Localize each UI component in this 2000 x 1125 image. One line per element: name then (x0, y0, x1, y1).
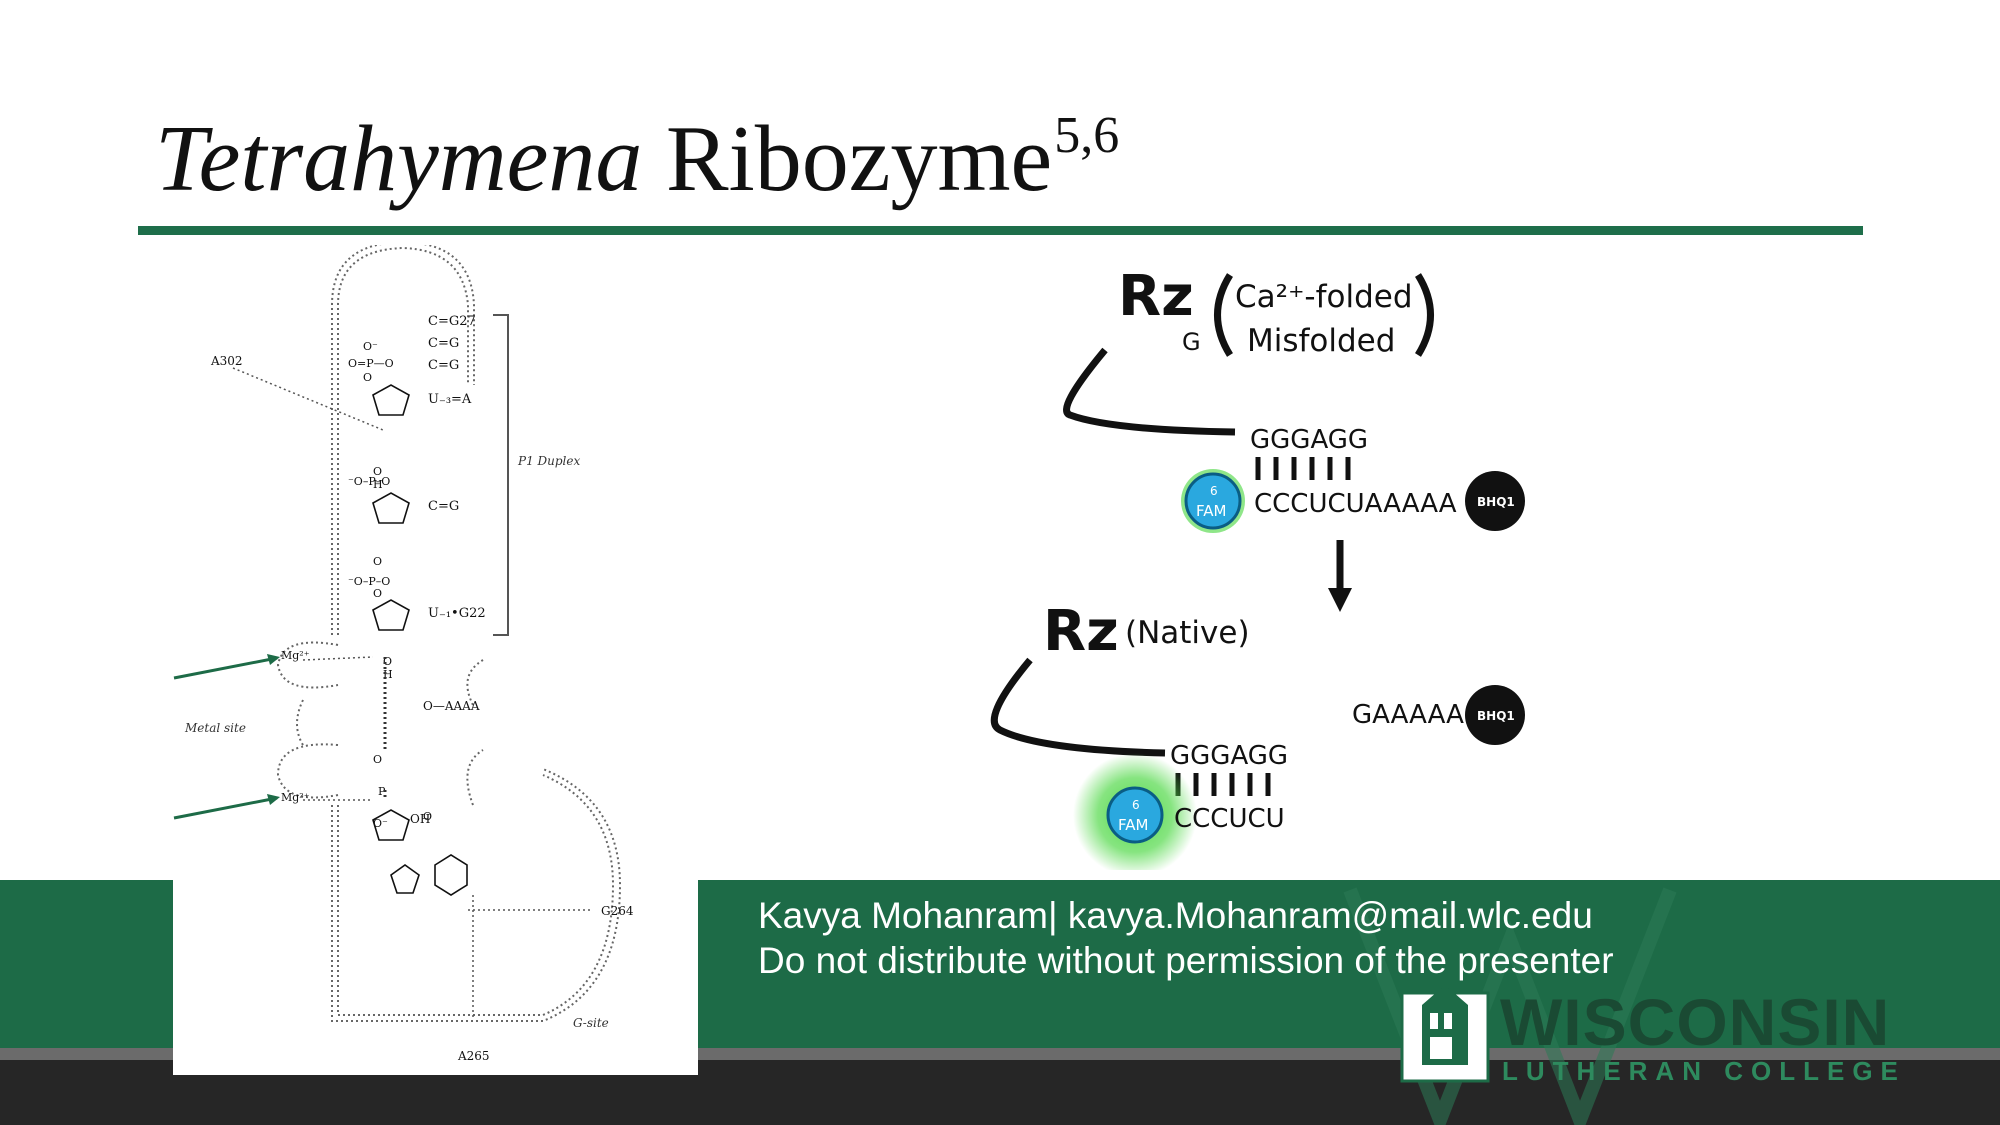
a265-label: A265 (457, 1049, 490, 1063)
svg-text:O⁻: O⁻ (363, 340, 378, 353)
footer-text: Kavya Mohanram| kavya.Mohanram@mail.wlc.… (758, 893, 1614, 983)
g-site-label: G-site (573, 1016, 609, 1030)
bhq-label-2: BHQ1 (1477, 709, 1515, 723)
svg-text:O: O (373, 587, 382, 600)
bhq-quencher-2 (1465, 685, 1525, 745)
svg-text:O: O (423, 810, 432, 823)
metal-site-label: Metal site (184, 721, 246, 735)
fam-fluorophore-1 (1184, 472, 1242, 530)
svg-text:O: O (373, 753, 382, 766)
rz-g-label: Rz (1118, 264, 1194, 329)
oh-label: OH (410, 812, 430, 826)
slide-title: Tetrahymena Ribozyme5,6 (155, 107, 1120, 207)
title-italic: Tetrahymena (155, 107, 643, 211)
released-seq: GAAAAA (1352, 700, 1464, 730)
g264-label: G264 (601, 904, 634, 918)
svg-text:⁻O–P–O: ⁻O–P–O (348, 575, 390, 588)
assay-diagram: Rz G Ca²⁺-folded Misfolded GGGAGG 6 FAM … (990, 264, 1525, 877)
bhq-quencher-1 (1465, 471, 1525, 531)
misfolded-label: Misfolded (1247, 323, 1395, 359)
seq-bottom-2: CCCUCU (1174, 804, 1285, 834)
mg-site-arrow-1 (173, 654, 280, 680)
fam-number-1: 6 (1210, 484, 1218, 498)
bp-cg-a: C=G (428, 336, 459, 351)
bp-cg-minus2: C=G (428, 499, 459, 514)
fluorescence-assay-figure: Rz G Ca²⁺-folded Misfolded GGGAGG 6 FAM … (960, 250, 1560, 877)
svg-text:P: P (378, 785, 386, 798)
footer-line-2: Do not distribute without permission of … (758, 940, 1614, 981)
seq-bottom-1: CCCUCUAAAAA (1254, 489, 1457, 519)
bp-ug22: U₋₁•G22 (428, 606, 486, 621)
svg-text:O: O (383, 655, 392, 668)
rz-native-label: Rz (1043, 599, 1119, 664)
svg-text:O: O (373, 555, 382, 568)
svg-text:O: O (373, 465, 382, 478)
svg-text:O=P—O: O=P—O (348, 357, 394, 370)
bp-cg-b: C=G (428, 358, 459, 373)
active-site-diagram: P1 Duplex C=G27 C=G C=G U₋₃=A C=G U₋₁•G2… (184, 240, 634, 1063)
svg-text:⁻O–P–O: ⁻O–P–O (348, 475, 390, 488)
svg-text:O⁻: O⁻ (373, 817, 388, 830)
mg-ion-2: Mg²⁺ (281, 791, 310, 804)
native-label: (Native) (1125, 615, 1250, 651)
title-divider (138, 226, 1863, 235)
footer-line-1: Kavya Mohanram| kavya.Mohanram@mail.wlc.… (758, 895, 1593, 936)
mg-site-arrow-2 (173, 794, 280, 820)
logo-name: WISCONSIN (1500, 985, 1890, 1059)
mg-ion-1: Mg²⁺ (281, 649, 310, 662)
title-rest: Ribozyme (642, 107, 1053, 211)
fam-label-1: FAM (1196, 502, 1226, 520)
seq-top-1: GGGAGG (1250, 425, 1368, 455)
svg-text:O: O (363, 371, 372, 384)
svg-text:H: H (373, 478, 383, 491)
a302-label: A302 (210, 354, 243, 368)
svg-text:H: H (383, 668, 393, 681)
bp-ua: U₋₃=A (428, 392, 472, 407)
bp-cg27: C=G27 (428, 314, 476, 329)
fam-fluorophore-2 (1106, 786, 1164, 844)
title-superscript: 5,6 (1054, 107, 1120, 164)
ca-folded-label: Ca²⁺-folded (1235, 279, 1413, 315)
fam-label-2: FAM (1118, 816, 1148, 834)
p1-duplex-label: P1 Duplex (517, 454, 580, 468)
college-logo: WISCONSIN LUTHERAN COLLEGE (1400, 975, 1940, 1090)
logo-subname: LUTHERAN COLLEGE (1502, 1056, 1906, 1086)
seq-top-2: GGGAGG (1170, 741, 1288, 771)
bhq-label-1: BHQ1 (1477, 495, 1515, 509)
aaaa-label: O—AAAA (423, 699, 480, 713)
rz-g-subscript: G (1182, 328, 1201, 356)
fam-number-2: 6 (1132, 798, 1140, 812)
